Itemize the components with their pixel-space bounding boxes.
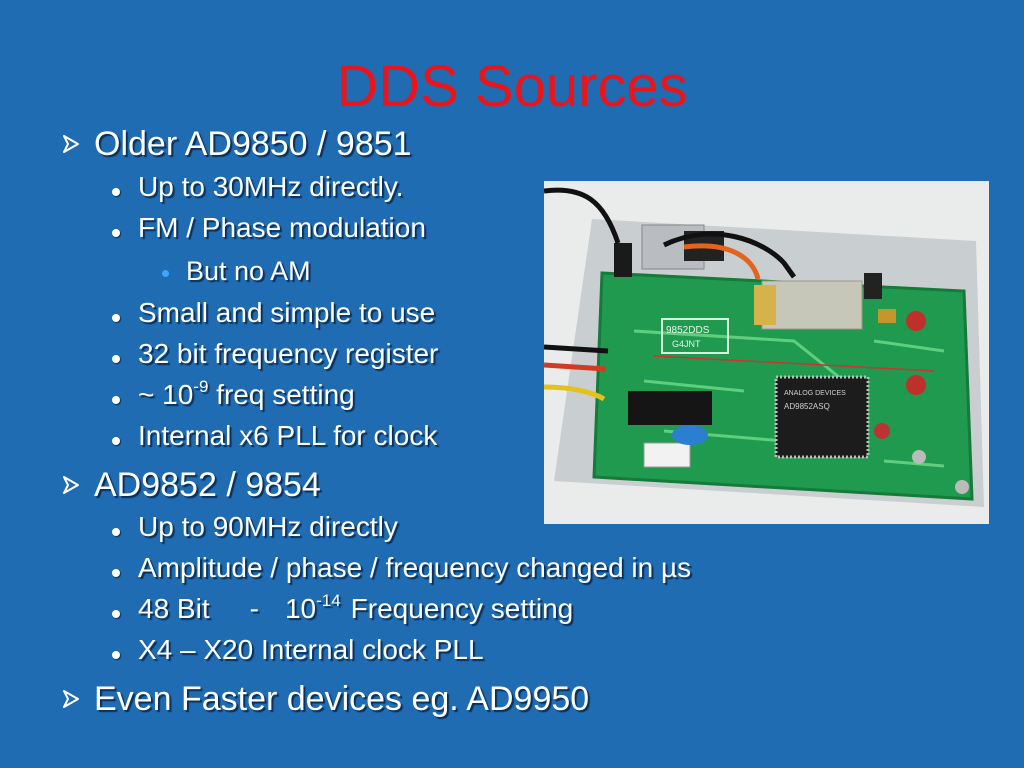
subbullet-dot-icon	[162, 270, 169, 277]
bullet-dot-icon	[112, 229, 120, 237]
dds-board-photo: 9852DDS G4JNT ANALOG DEVICES AD9852ASQ	[544, 181, 989, 524]
bullet-dot-icon	[112, 437, 120, 445]
section-heading-ad9852: AD9852 / 9854	[94, 466, 321, 504]
list-item: 32 bit frequency register	[138, 338, 439, 369]
bullet-dot-icon	[112, 355, 120, 363]
list-item-freq-setting: ~ 10-9 freq setting	[138, 376, 355, 410]
list-item: Up to 30MHz directly.	[138, 171, 404, 202]
board-label: 9852DDS	[666, 325, 710, 336]
arrow-bullet-icon	[63, 476, 79, 494]
bullet-dot-icon	[112, 396, 120, 404]
list-item: But no AM	[186, 256, 311, 286]
bullet-dot-icon	[112, 188, 120, 196]
bullet-dot-icon	[112, 314, 120, 322]
list-item: Internal x6 PLL for clock	[138, 420, 438, 451]
slide-title: DDS Sources	[336, 54, 688, 119]
arrow-bullet-icon	[63, 690, 79, 708]
list-item: Small and simple to use	[138, 297, 436, 328]
arrow-bullet-icon	[63, 135, 79, 153]
bullet-dot-icon	[112, 528, 120, 536]
section-heading-older: Older AD9850 / 9851	[94, 125, 412, 163]
chip-part: AD9852ASQ	[784, 402, 830, 411]
bullet-dot-icon	[112, 610, 120, 618]
list-item: Amplitude / phase / frequency changed in…	[138, 552, 692, 583]
list-item: FM / Phase modulation	[138, 212, 426, 243]
chip-brand: ANALOG DEVICES	[784, 390, 846, 397]
bullet-dot-icon	[112, 651, 120, 659]
board-sub-label: G4JNT	[672, 339, 701, 349]
list-item: Up to 90MHz directly	[138, 511, 398, 542]
bullet-dot-icon	[112, 569, 120, 577]
list-item: X4 – X20 Internal clock PLL	[138, 634, 484, 665]
section-heading-faster: Even Faster devices eg. AD9950	[94, 680, 590, 718]
